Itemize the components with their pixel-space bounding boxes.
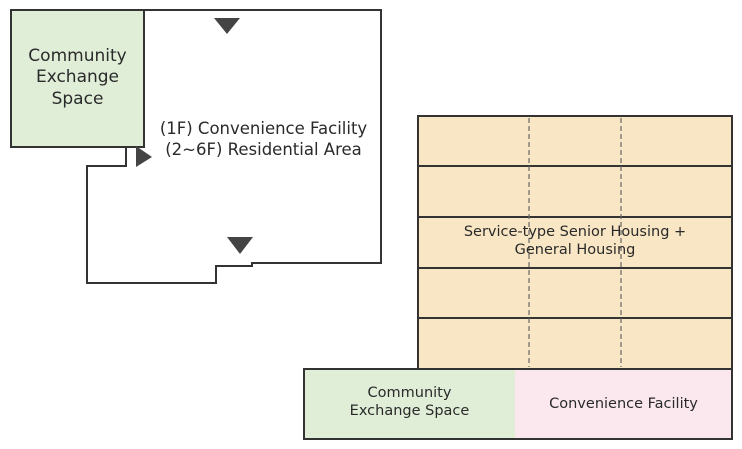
label-line: Community (367, 385, 452, 401)
ground-community-block (304, 369, 515, 439)
residential-floors-block (417, 115, 733, 370)
ground-convenience-block (515, 369, 732, 439)
label-line: Space (51, 88, 104, 109)
entrance-marker-top (214, 18, 240, 34)
section-residential-label: Service-type Senior Housing + General Ho… (418, 223, 732, 259)
entrance-marker-bottom (227, 237, 253, 254)
label-line: Service-type Senior Housing + (463, 224, 687, 240)
section-community-label: Community Exchange Space (304, 384, 515, 420)
community-exchange-block (10, 9, 145, 148)
label-line: Exchange (35, 67, 120, 88)
plan-community-label: Community Exchange Space (11, 46, 144, 110)
label-line: Community (28, 46, 127, 66)
ground-floor-outline (303, 368, 733, 440)
label-line: Exchange Space (349, 403, 470, 420)
section-convenience-label: Convenience Facility (515, 395, 732, 413)
building-outline (86, 9, 382, 284)
label-line: Convenience Facility (549, 396, 698, 412)
label-line: (2~6F) Residential Area (165, 139, 362, 159)
plan-building-label: (1F) Convenience Facility (2~6F) Residen… (146, 119, 381, 160)
label-line: (1F) Convenience Facility (159, 119, 368, 138)
label-line: General Housing (514, 242, 636, 259)
entrance-marker-side (136, 146, 152, 167)
